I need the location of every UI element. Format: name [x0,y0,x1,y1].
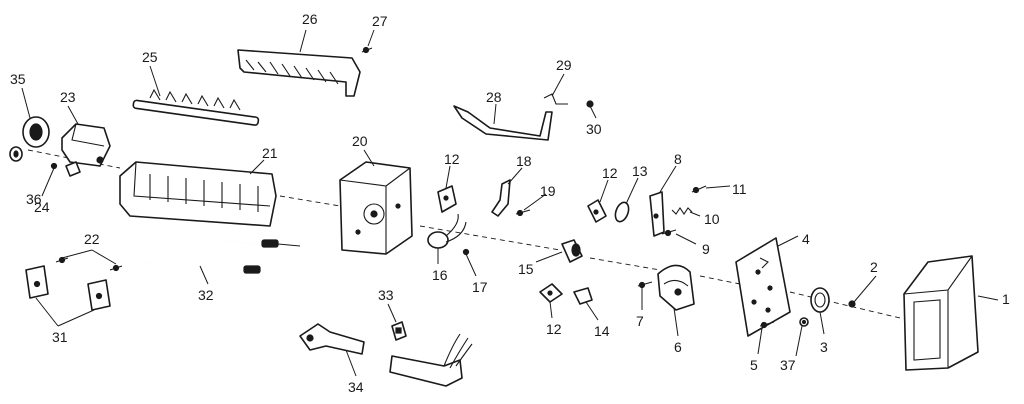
label-19: 19 [540,183,556,199]
part-12-switch-c [539,283,563,303]
part-12-switch-b [587,199,607,223]
label-24: 24 [34,199,50,215]
label-9: 9 [702,241,710,257]
label-7: 7 [636,313,644,329]
part-37-nut [799,317,809,327]
label-4: 4 [802,231,810,247]
part-11-screw [691,185,707,194]
part-15-motor-shaft [561,239,583,263]
label-1: 1 [1002,291,1010,307]
part-12-switch-a [437,185,457,213]
label-27: 27 [372,13,388,29]
label-30: 30 [586,121,602,137]
part-23-fill-cup [61,123,111,167]
part-2-screw [848,300,856,308]
part-17-screw [462,248,470,256]
part-7-screw [637,281,653,289]
part-22-screws [55,256,123,272]
part-19-screw [515,209,531,217]
label-2: 2 [870,259,878,275]
label-13: 13 [632,163,648,179]
label-32: 32 [198,287,214,303]
label-3: 3 [820,339,828,355]
label-15: 15 [518,261,534,277]
part-20-housing [339,161,413,255]
label-5: 5 [750,357,758,373]
part-16-thermostat [427,213,467,249]
label-20: 20 [352,133,368,149]
part-35-seal [22,116,50,148]
label-17: 17 [472,279,488,295]
label-10: 10 [704,211,720,227]
part-32-heater [128,230,301,274]
label-34: 34 [348,379,364,395]
part-25-ejector [132,88,260,126]
part-4-mounting-plate [735,237,791,337]
part-21-ice-mold [119,161,277,227]
label-21: 21 [262,145,278,161]
part-9-screw [661,229,677,237]
label-22: 22 [84,231,100,247]
part-8-bracket [649,191,665,237]
label-11: 11 [732,181,747,197]
part-3-gear [810,287,830,313]
label-29: 29 [556,57,572,73]
part-34-fill-tube [299,323,473,387]
label-12-b: 12 [602,165,618,181]
part-10-spring [671,207,693,215]
part-6-motor [657,264,695,311]
part-36-washer [9,146,23,162]
part-29-clip [543,93,568,105]
part-28-shutoff-arm [453,105,553,141]
part-18-lever [491,179,511,217]
label-37: 37 [780,357,796,373]
part-33-connector [391,321,407,341]
part-1-cover [903,255,979,371]
label-23: 23 [60,89,76,105]
label-25: 25 [142,49,158,65]
label-12-a: 12 [444,151,460,167]
part-31-brackets [25,265,111,311]
label-28: 28 [486,89,502,105]
leader-lines [21,29,999,377]
label-35: 35 [10,71,26,87]
part-14-clip [573,287,593,305]
label-16: 16 [432,267,448,283]
label-36: 36 [26,191,42,207]
part-26-stripper [237,49,361,97]
label-12-c: 12 [546,321,562,337]
part-number-labels: 1 2 3 4 5 6 7 8 9 10 11 12 12 12 13 14 1… [10,11,1010,395]
label-26: 26 [302,11,318,27]
label-18: 18 [516,153,532,169]
label-6: 6 [674,339,682,355]
label-33: 33 [378,287,394,303]
part-24-screw [50,161,81,177]
label-8: 8 [674,151,682,167]
part-5-screw [759,321,775,329]
label-14: 14 [594,323,610,339]
label-31: 31 [52,329,68,345]
part-13-cam [614,201,630,223]
part-27-screw [361,46,373,54]
